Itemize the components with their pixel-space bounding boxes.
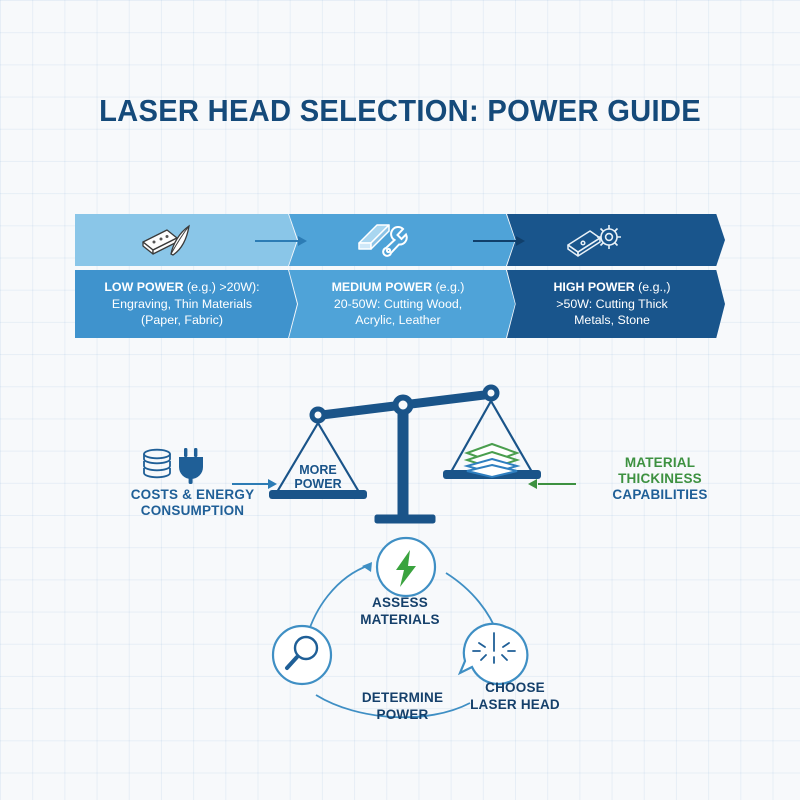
banner-panel-medium-icon[interactable] xyxy=(289,214,515,266)
assess-line2: MATERIALS xyxy=(360,612,440,627)
high-power-line3: Metals, Stone xyxy=(574,313,650,328)
lightning-bolt-icon xyxy=(396,550,416,587)
pan-left-label-line2: POWER xyxy=(294,477,341,491)
power-level-banner: LOW POWER (e.g.) >20W): Engraving, Thin … xyxy=(75,214,725,338)
laser-beam-icon xyxy=(472,632,516,664)
pan-left-label-line1: MORE xyxy=(299,463,337,477)
balance-scale-diagram: MORE POWER xyxy=(255,380,555,540)
determine-label: DETERMINE POWER xyxy=(345,689,460,723)
choose-line2: LASER HEAD xyxy=(470,697,560,712)
workflow-cycle-diagram xyxy=(258,535,558,740)
page-title: LASER HEAD SELECTION: POWER GUIDE xyxy=(99,93,701,128)
low-power-line3: (Paper, Fabric) xyxy=(141,313,223,328)
medium-power-line2: 20-50W: Cutting Wood, xyxy=(333,296,463,311)
determine-node xyxy=(271,624,333,686)
material-line1: MATERIAL xyxy=(624,455,696,470)
costs-energy-caption: COSTS & ENERGY CONSUMPTION xyxy=(95,487,290,519)
material-sheets-stack-icon xyxy=(463,442,521,479)
assess-node xyxy=(375,536,437,598)
banner-text-row: LOW POWER (e.g.) >20W): Engraving, Thin … xyxy=(75,270,725,338)
material-line3: CAPABILITIES xyxy=(612,487,708,502)
material-thickness-caption: MATERIAL THICKINESS CAPABILITIES xyxy=(575,455,745,503)
costs-energy-line2: CONSUMPTION xyxy=(140,503,245,518)
banner-panel-low-text[interactable]: LOW POWER (e.g.) >20W): Engraving, Thin … xyxy=(75,270,297,338)
medium-power-line3: Acrylic, Leather xyxy=(355,313,441,328)
material-line2: THICKINESS xyxy=(618,471,702,486)
wood-block-wrench-icon xyxy=(351,219,413,261)
low-power-line2: Engraving, Thin Materials xyxy=(111,296,253,311)
high-power-heading: HIGH POWER xyxy=(553,280,635,295)
arrow-low-to-medium-icon xyxy=(255,236,307,246)
banner-panel-high-icon[interactable] xyxy=(507,214,725,266)
banner-icon-row xyxy=(75,214,725,266)
costs-energy-icons xyxy=(140,448,210,484)
arrow-material-to-scale-icon xyxy=(528,479,576,489)
arrow-costs-to-scale-icon xyxy=(232,479,277,489)
determine-line2: POWER xyxy=(376,707,429,722)
magnifier-icon xyxy=(285,635,319,670)
costs-energy-line1: COSTS & ENERGY xyxy=(130,487,255,502)
low-power-heading: LOW POWER xyxy=(104,280,184,295)
choose-label: CHOOSE LASER HEAD xyxy=(455,679,575,713)
power-plug-icon xyxy=(179,448,203,484)
assess-label: ASSESS MATERIALS xyxy=(340,594,460,628)
banner-panel-high-text[interactable]: HIGH POWER (e.g.,) >50W: Cutting Thick M… xyxy=(507,270,725,338)
banner-panel-medium-text[interactable]: MEDIUM POWER (e.g.) 20-50W: Cutting Wood… xyxy=(289,270,515,338)
determine-line1: DETERMINE xyxy=(361,690,444,705)
medium-power-heading: MEDIUM POWER xyxy=(331,280,433,295)
coin-stack-icon xyxy=(143,448,171,479)
metal-plate-gear-icon xyxy=(564,219,628,261)
choose-node xyxy=(457,622,529,686)
high-power-line2: >50W: Cutting Thick xyxy=(556,296,668,311)
low-power-detail: (e.g.) >20W): xyxy=(186,280,260,295)
arrow-medium-to-high-icon xyxy=(473,236,525,246)
engraving-plate-feather-icon xyxy=(137,220,195,260)
assess-line1: ASSESS xyxy=(372,595,428,610)
high-power-detail: (e.g.,) xyxy=(638,280,671,295)
medium-power-detail: (e.g.) xyxy=(435,280,465,295)
choose-line1: CHOOSE xyxy=(485,680,545,695)
